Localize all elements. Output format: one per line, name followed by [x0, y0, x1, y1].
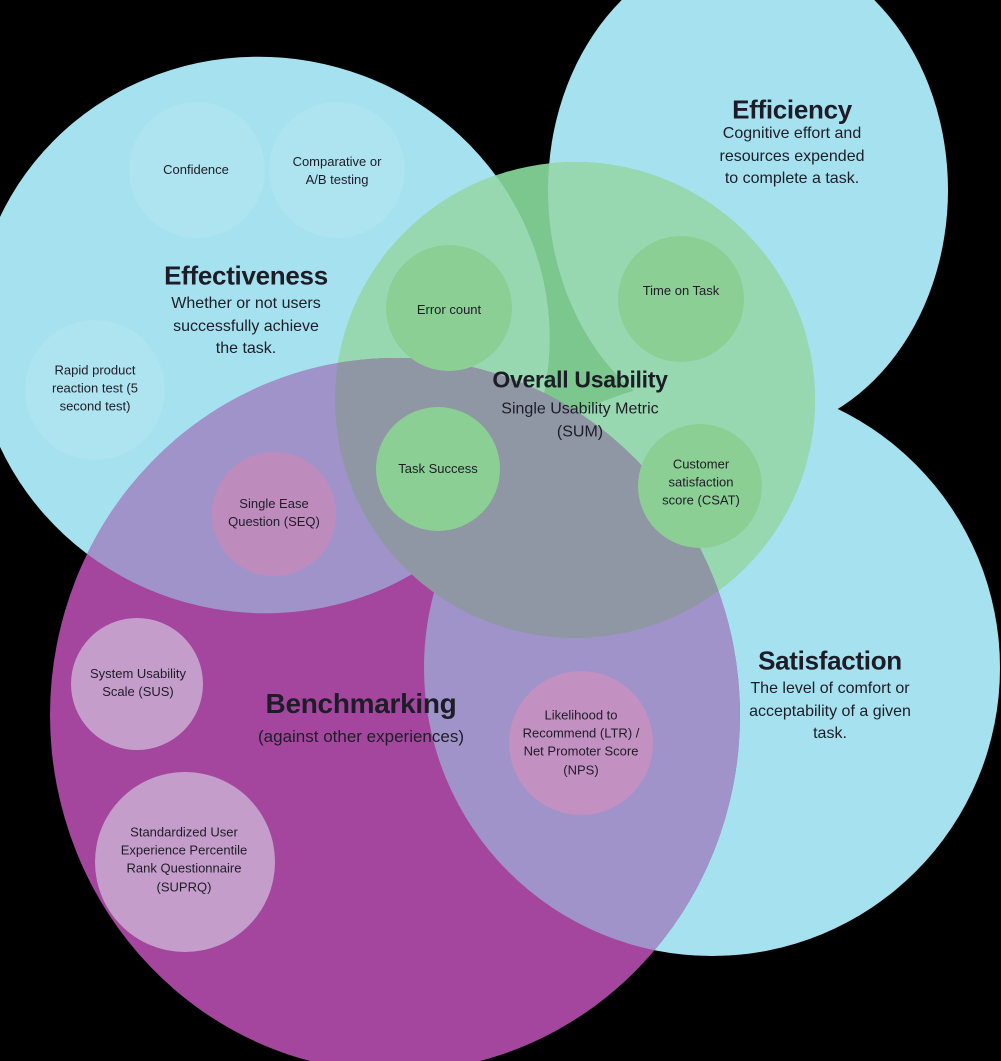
error-count-label: Error count [416, 301, 482, 317]
overall-usability-description: Single Usability Metric (SUM) [501, 400, 659, 440]
benchmarking-description: (against other experiences) [257, 726, 465, 746]
task-success-label: Task Success [398, 460, 478, 476]
csat-circle [638, 424, 762, 548]
confidence-label: Confidence [163, 161, 229, 177]
efficiency-title: Efficiency [732, 94, 852, 125]
effectiveness-title: Effectiveness [164, 260, 328, 291]
satisfaction-description: The level of comfort or acceptability of… [749, 679, 911, 743]
rapid-reaction-test-label: Rapid product reaction test (5 second te… [52, 362, 138, 415]
effectiveness-description: Whether or not users successfully achiev… [171, 294, 321, 358]
overall-usability-title: Overall Usability [492, 366, 668, 393]
time-on-task-circle [618, 236, 744, 362]
benchmarking-title: Benchmarking [265, 688, 457, 719]
suprq-label: Standardized User Experience Percentile … [120, 824, 248, 895]
sus-label: System Usability Scale (SUS) [89, 665, 187, 699]
seq-label: Single Ease Question (SEQ) [228, 495, 320, 529]
task-success-circle [376, 407, 500, 531]
time-on-task-label: Time on Task [642, 282, 720, 298]
efficiency-description: Cognitive effort and resources expended … [719, 124, 865, 188]
ltr-nps-circle [509, 671, 653, 815]
comparative-ab-testing-label: Comparative or A/B testing [292, 153, 382, 187]
seq-circle [212, 452, 336, 576]
ltr-nps-label: Likelihood to Recommend (LTR) / Net Prom… [522, 707, 640, 778]
benchmarking-over-green-overlap [335, 358, 740, 638]
sus-circle [71, 618, 203, 750]
suprq-circle [95, 772, 275, 952]
rapid-reaction-highlight-circle [25, 320, 165, 460]
comparative-highlight-circle [269, 102, 405, 238]
satisfaction-title: Satisfaction [758, 645, 902, 676]
error-count-circle [386, 245, 512, 371]
csat-label: Customer satisfaction score (CSAT) [662, 456, 740, 509]
confidence-highlight-circle [129, 102, 265, 238]
